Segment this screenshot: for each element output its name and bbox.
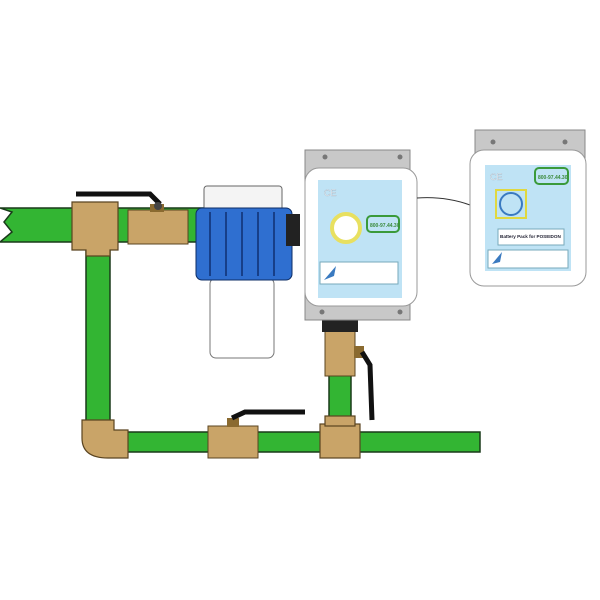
vertical-ball-valve[interactable] (322, 310, 375, 421)
fittings (71, 201, 361, 459)
top-tee-fitting (71, 201, 119, 257)
bottom-elbow-fitting (81, 419, 129, 459)
battery-ce-mark: CE (490, 172, 503, 182)
controller-phone: 800-97.44.30 (370, 223, 400, 229)
battery-pack-unit: CE 800-97.44.30 Battery Pack for POSEIDO… (469, 129, 587, 287)
battery-phone: 800-97.44.30 (538, 175, 568, 181)
bottom-pipe (119, 431, 481, 453)
battery-wire (416, 197, 471, 206)
left-vertical-pipe (85, 247, 111, 429)
filter-bowl (209, 277, 275, 359)
top-ball-valve[interactable] (76, 191, 189, 245)
controller-unit: CE 800-97.44.30 (304, 149, 418, 321)
water-filter (195, 185, 300, 359)
bottom-ball-valve[interactable] (207, 409, 305, 459)
ce-mark: CE (324, 188, 337, 198)
battery-pack-title: Battery Pack for POSEIDON (500, 234, 561, 239)
bottom-tee-fitting (319, 423, 361, 459)
